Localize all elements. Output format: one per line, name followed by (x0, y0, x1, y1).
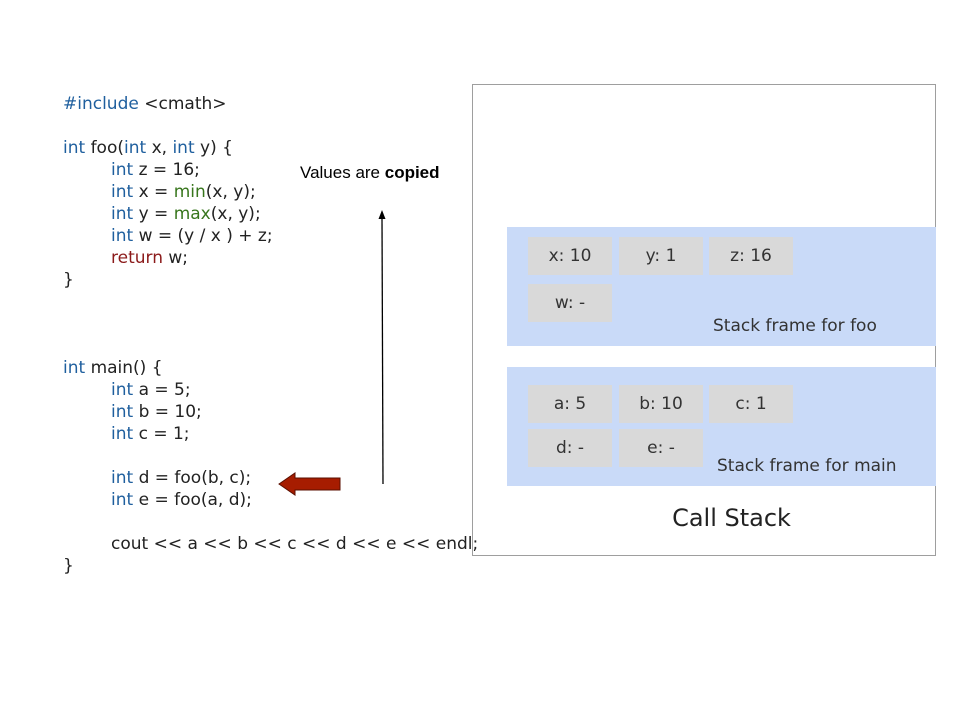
code-line-main-c: int c = 1; (63, 423, 478, 445)
code-text: y = (133, 204, 174, 224)
code-line-main-signature: int main() { (63, 357, 478, 379)
code-text: main() { (85, 358, 163, 378)
code-text: foo( (85, 138, 124, 158)
code-line-main-b: int b = 10; (63, 401, 478, 423)
stack-cell: d: - (528, 429, 612, 467)
code-text: } (63, 270, 74, 290)
type-keyword: int (111, 160, 134, 180)
code-text: cout << a << b << c << d << e << endl; (111, 534, 479, 554)
code-text: w; (162, 248, 189, 268)
return-keyword: return (111, 248, 163, 268)
code-line-foo-signature: int foo(int x, int y) { (63, 137, 478, 159)
code-line-foo-x: int x = min(x, y); (63, 181, 478, 203)
code-text: c = 1; (133, 424, 190, 444)
code-listing: #include <cmath> int foo(int x, int y) {… (63, 93, 478, 577)
code-line-include: #include <cmath> (63, 93, 478, 115)
code-text: } (63, 556, 74, 576)
note-text: Values are (300, 163, 385, 182)
code-line-main-a: int a = 5; (63, 379, 478, 401)
up-arrow-icon (378, 210, 386, 485)
include-keyword: #include (63, 94, 139, 114)
stack-cell: y: 1 (619, 237, 703, 275)
stack-frame-foo: x: 10 y: 1 z: 16 w: - Stack frame for fo… (507, 227, 936, 346)
code-line-foo-z: int z = 16; (63, 159, 478, 181)
code-text: x = (133, 182, 174, 202)
code-text: b = 10; (133, 402, 202, 422)
type-keyword: int (111, 490, 134, 510)
code-line-foo-close: } (63, 269, 478, 291)
code-text: w = (y / x ) + z; (133, 226, 273, 246)
type-keyword: int (111, 204, 134, 224)
frame-label: Stack frame for main (717, 456, 897, 476)
code-line-main-d: int d = foo(b, c); (63, 467, 478, 489)
code-text: (x, y); (205, 182, 256, 202)
code-text: z = 16; (133, 160, 200, 180)
code-text: e = foo(a, d); (133, 490, 252, 510)
code-text: x, (146, 138, 173, 158)
type-keyword: int (172, 138, 195, 158)
type-keyword: int (111, 468, 134, 488)
type-keyword: int (111, 402, 134, 422)
code-line-main-close: } (63, 555, 478, 577)
code-line-main-cout: cout << a << b << c << d << e << endl; (63, 533, 478, 555)
stack-cell: w: - (528, 284, 612, 322)
code-line-main-e: int e = foo(a, d); (63, 489, 478, 511)
stack-cell: e: - (619, 429, 703, 467)
stack-cell: x: 10 (528, 237, 612, 275)
type-keyword: int (111, 182, 134, 202)
type-keyword: int (63, 138, 86, 158)
function-name: min (173, 182, 206, 202)
code-text: y) { (194, 138, 233, 158)
type-keyword: int (63, 358, 86, 378)
type-keyword: int (111, 380, 134, 400)
code-text: a = 5; (133, 380, 191, 400)
stack-cell: z: 16 (709, 237, 793, 275)
left-arrow-icon (278, 472, 341, 496)
stack-cell: c: 1 (709, 385, 793, 423)
type-keyword: int (124, 138, 147, 158)
type-keyword: int (111, 226, 134, 246)
stack-cell: a: 5 (528, 385, 612, 423)
type-keyword: int (111, 424, 134, 444)
stack-cell: b: 10 (619, 385, 703, 423)
stack-frame-main: a: 5 b: 10 c: 1 d: - e: - Stack frame fo… (507, 367, 936, 486)
code-text: d = foo(b, c); (133, 468, 252, 488)
code-line-foo-y: int y = max(x, y); (63, 203, 478, 225)
call-stack-title: Call Stack (672, 504, 791, 532)
function-name: max (173, 204, 211, 224)
copied-note: Values are copied (300, 163, 440, 183)
include-target: <cmath> (138, 94, 227, 114)
code-line-foo-w: int w = (y / x ) + z; (63, 225, 478, 247)
note-bold-text: copied (384, 163, 440, 182)
code-line-foo-return: return w; (63, 247, 478, 269)
frame-label: Stack frame for foo (713, 316, 877, 336)
code-text: (x, y); (210, 204, 261, 224)
